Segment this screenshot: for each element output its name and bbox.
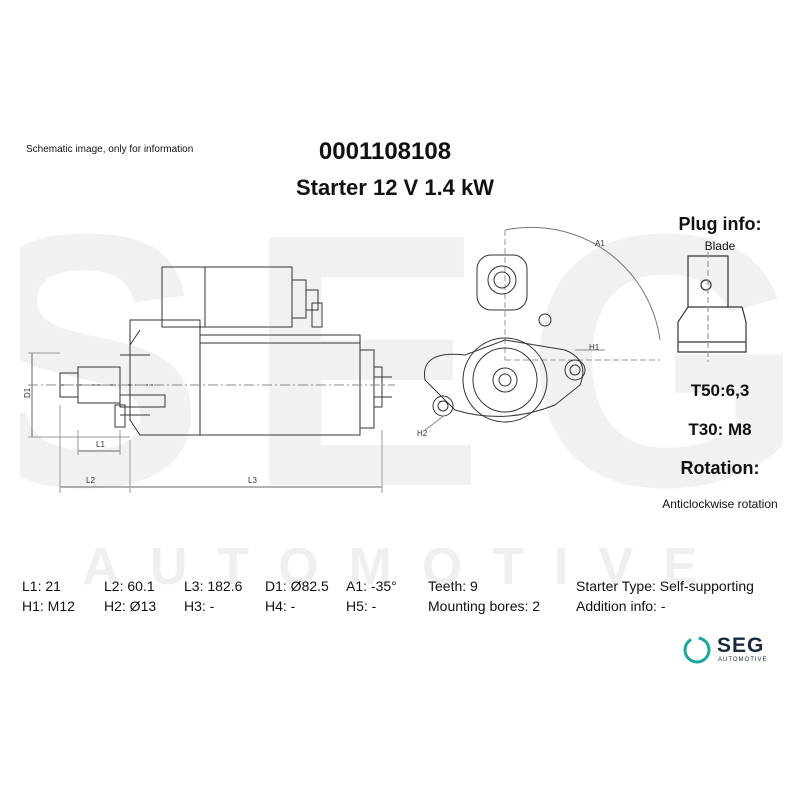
dim-label-d1: D1 (23, 387, 32, 398)
dim-label-l2: L2 (86, 476, 95, 485)
spec-l1: L1: 21 (22, 578, 61, 594)
spec-d1: D1: Ø82.5 (265, 578, 329, 594)
watermark-logo: SEG (20, 215, 790, 505)
seg-logo-word: SEG (717, 634, 765, 657)
seg-logo-icon (683, 636, 711, 664)
dim-label-h1: H1 (589, 343, 600, 352)
watermark-sub: AUTOMOTIVE (82, 540, 728, 588)
dim-label-a1: A1 (595, 239, 605, 248)
watermark-word: SEG (20, 215, 790, 505)
starter-front-view: A1 H1 H2 (417, 226, 661, 438)
spec-l2: L2: 60.1 (104, 578, 155, 594)
spec-h3: H3: - (184, 598, 215, 614)
plug-info-title: Plug info: (678, 214, 762, 234)
spec-mounting-bores: Mounting bores: 2 (428, 598, 541, 614)
plug-type: Blade (704, 239, 736, 253)
rotation-title: Rotation: (680, 458, 760, 478)
dim-label-h2: H2 (417, 429, 428, 438)
blade-plug-icon (677, 252, 747, 362)
terminal-t30: T30: M8 (688, 420, 752, 439)
disclaimer-text: Schematic image, only for information (26, 144, 194, 155)
spec-l3: L3: 182.6 (184, 578, 243, 594)
part-number: 0001108108 (318, 138, 452, 165)
spec-addition-info: Addition info: - (576, 598, 666, 614)
terminal-t50: T50:6,3 (690, 381, 750, 400)
dim-label-l1: L1 (96, 440, 105, 449)
spec-h2: H2: Ø13 (104, 598, 157, 614)
starter-side-view: D1 L1 L2 L3 (23, 266, 395, 493)
spec-h5: H5: - (346, 598, 377, 614)
seg-logo-sub: AUTOMOTIVE (718, 657, 768, 663)
spec-starter-type: Starter Type: Self-supporting (576, 578, 754, 594)
spec-teeth: Teeth: 9 (428, 578, 478, 594)
watermark-subtext: AUTOMOTIVE (82, 540, 728, 588)
dim-label-l3: L3 (248, 476, 257, 485)
rotation-value: Anticlockwise rotation (662, 497, 778, 511)
spec-h1: H1: M12 (22, 598, 75, 614)
product-description: Starter 12 V 1.4 kW (295, 175, 495, 200)
spec-a1: A1: -35° (346, 578, 397, 594)
spec-h4: H4: - (265, 598, 296, 614)
